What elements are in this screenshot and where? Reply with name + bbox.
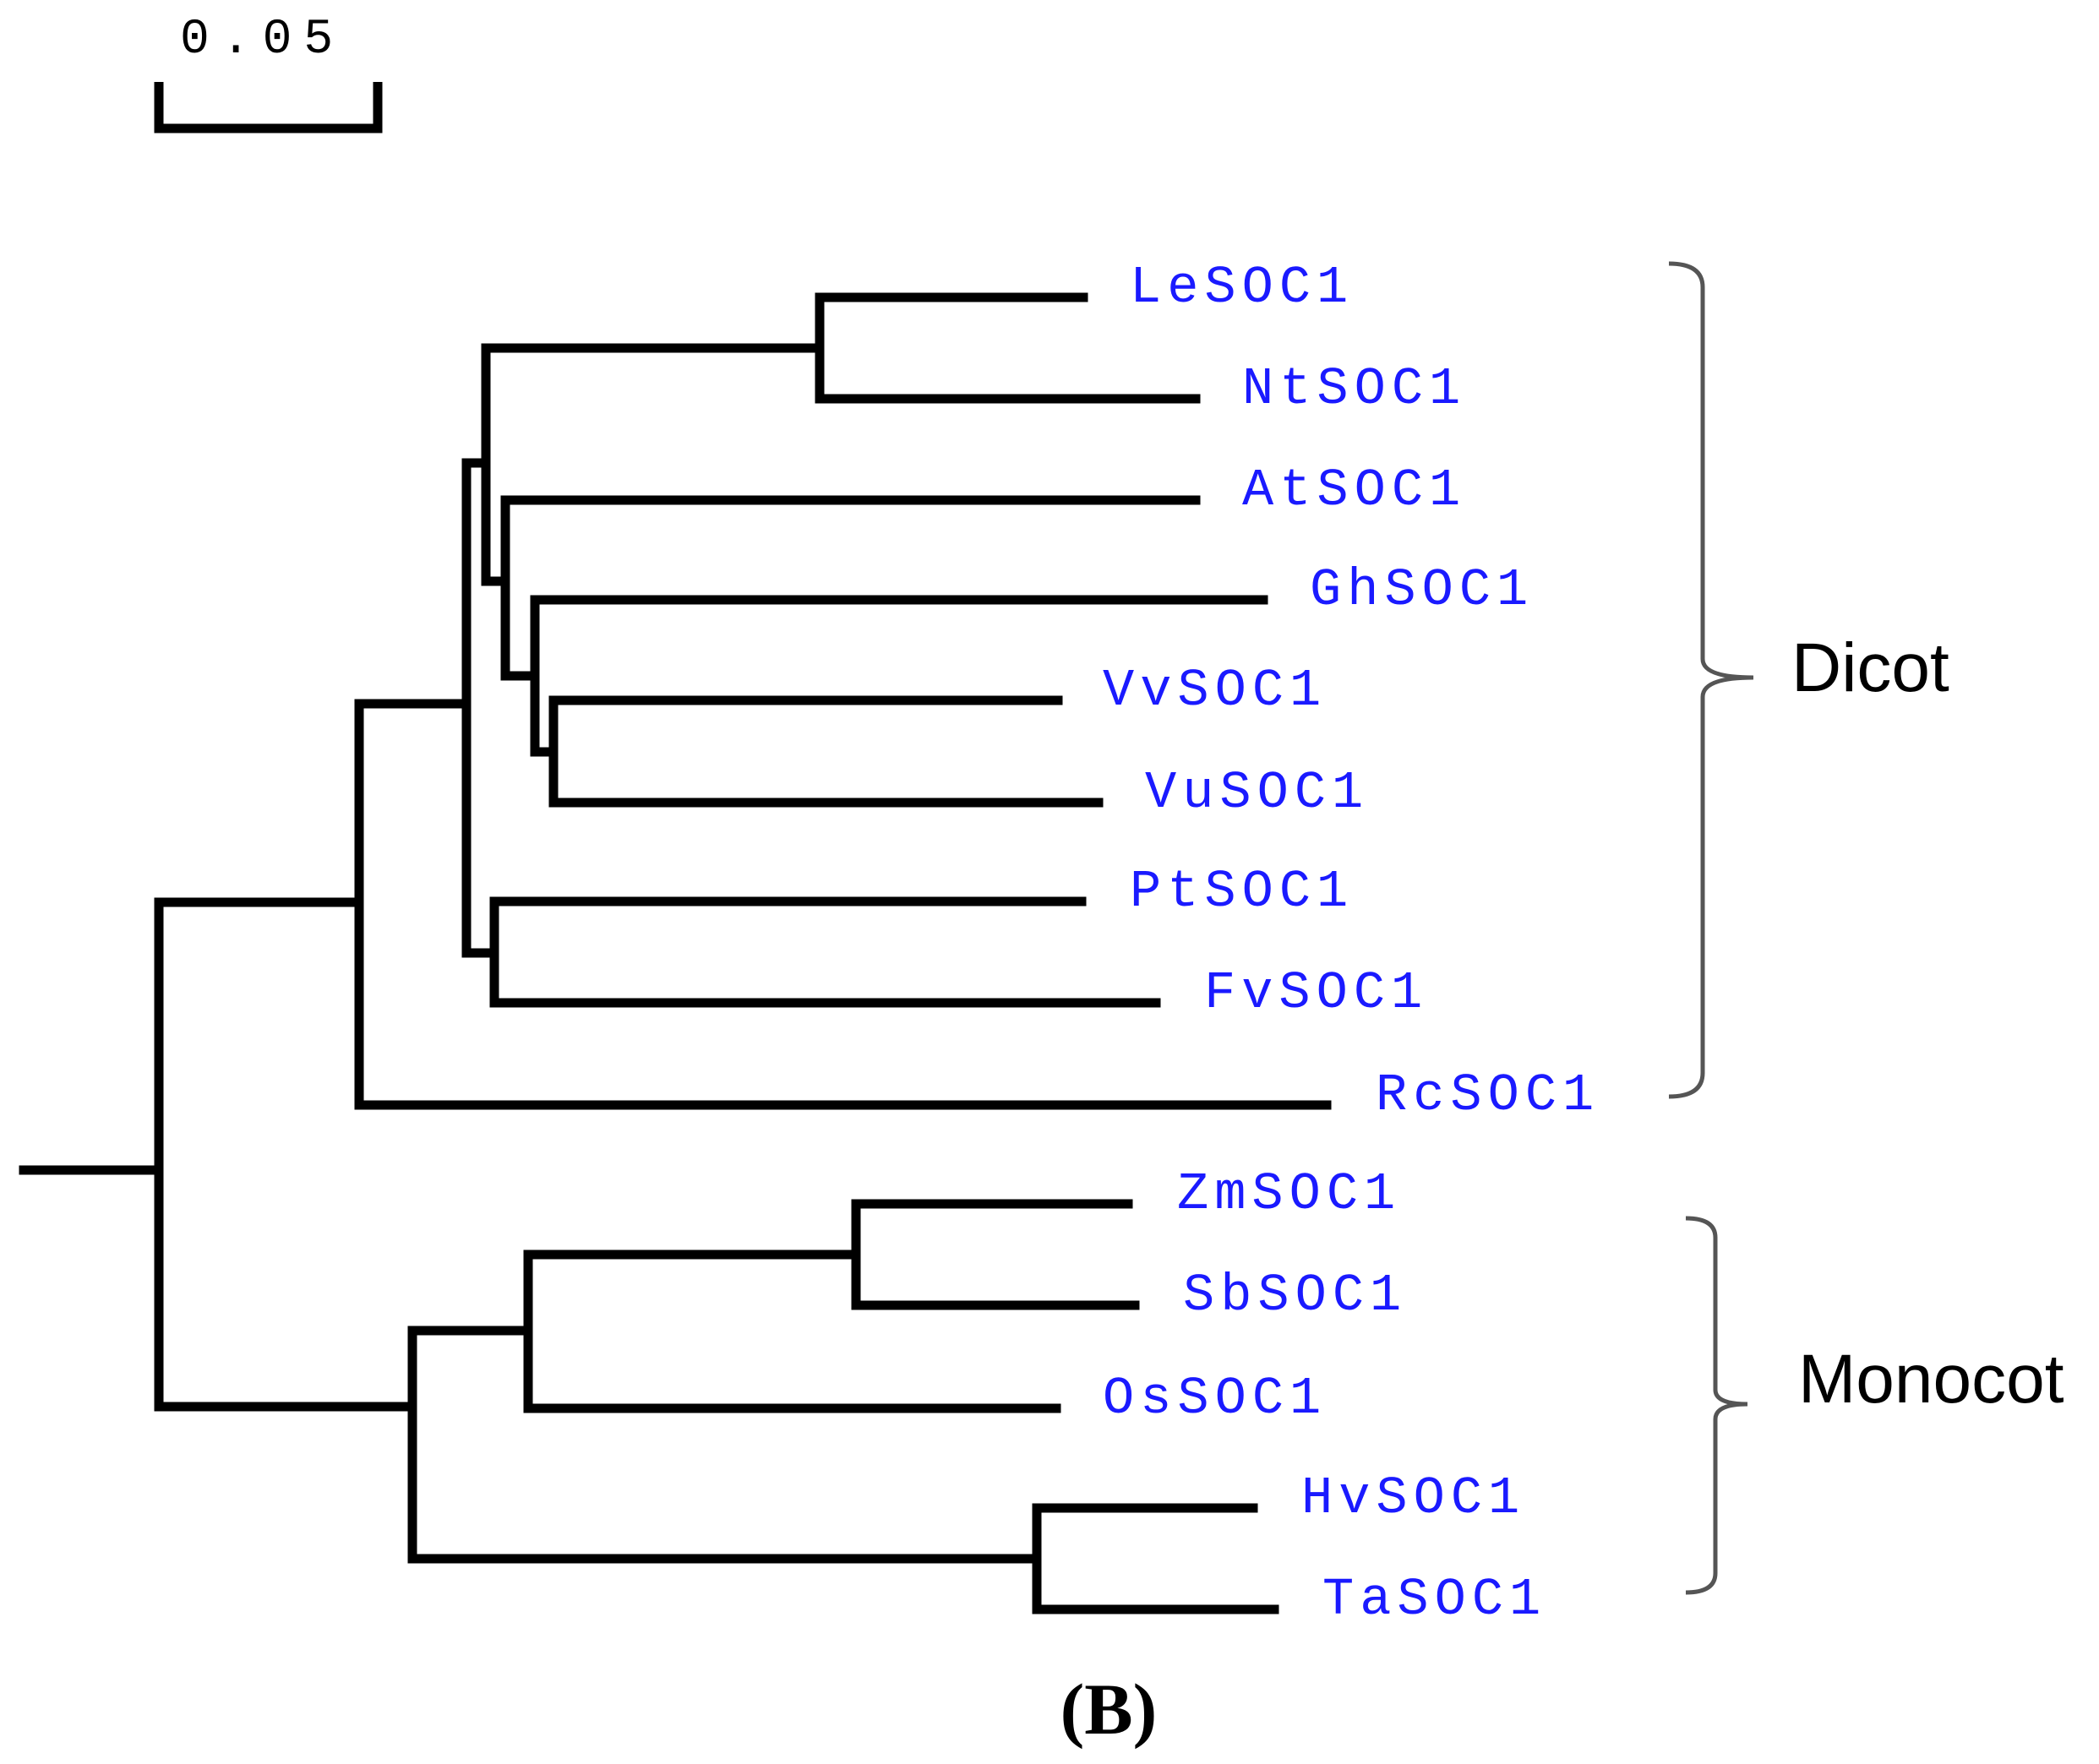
taxon-label-zmsoc1: ZmSOC1 bbox=[1177, 1164, 1401, 1224]
tree-branches bbox=[19, 292, 1332, 1614]
taxon-label-hvsoc1: HvSOC1 bbox=[1301, 1468, 1525, 1528]
dicot-group-label: Dicot bbox=[1791, 629, 1949, 706]
taxon-label-tasoc1: TaSOC1 bbox=[1322, 1570, 1546, 1630]
monocot-group-label: Monocot bbox=[1798, 1341, 2064, 1418]
scale-bar: 0.05 bbox=[154, 13, 383, 133]
taxon-label-vusoc1: VuSOC1 bbox=[1145, 763, 1369, 823]
taxon-label-lesoc1: LeSOC1 bbox=[1130, 258, 1354, 318]
dicot-bracket bbox=[1668, 261, 1754, 1099]
taxon-label-ntsoc1: NtSOC1 bbox=[1242, 359, 1466, 419]
taxon-label-ptsoc1: PtSOC1 bbox=[1130, 862, 1354, 922]
taxon-label-atsoc1: AtSOC1 bbox=[1242, 460, 1466, 520]
taxon-label-rcsoc1: RcSOC1 bbox=[1376, 1065, 1600, 1125]
taxon-labels: LeSOC1 NtSOC1 AtSOC1 GhSOC1 VvSOC1 VuSOC… bbox=[1103, 258, 1600, 1630]
dicot-group: Dicot bbox=[1668, 261, 1949, 1099]
taxon-label-fvsoc1: FvSOC1 bbox=[1204, 963, 1428, 1023]
taxon-label-ghsoc1: GhSOC1 bbox=[1310, 560, 1534, 620]
taxon-label-vvsoc1: VvSOC1 bbox=[1103, 661, 1327, 721]
taxon-label-ossoc1: OsSOC1 bbox=[1103, 1369, 1327, 1429]
monocot-group: Monocot bbox=[1685, 1216, 2064, 1595]
scale-bar-line bbox=[154, 82, 383, 133]
monocot-bracket bbox=[1685, 1216, 1748, 1595]
taxon-label-sbsoc1: SbSOC1 bbox=[1183, 1266, 1407, 1326]
panel-label: (B) bbox=[1060, 1669, 1158, 1750]
scale-bar-label: 0.05 bbox=[180, 13, 345, 68]
